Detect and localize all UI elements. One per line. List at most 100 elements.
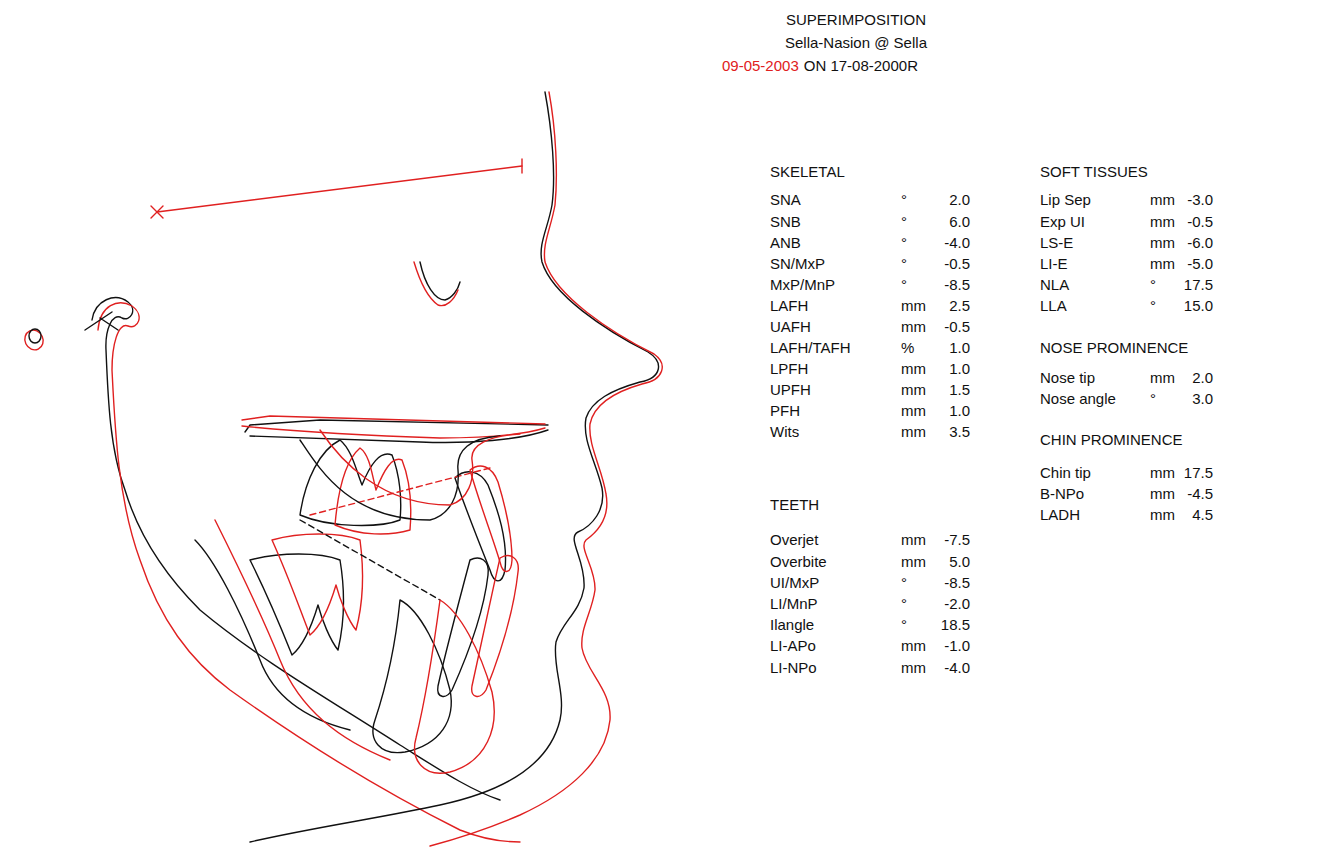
table-text: -7.5 <box>944 531 970 549</box>
table-text: 1.0 <box>949 360 970 378</box>
table-text: mm <box>1150 369 1175 387</box>
table-text: ANB <box>770 234 801 252</box>
table-text: 6.0 <box>949 213 970 231</box>
table-text: NLA <box>1040 276 1069 294</box>
table-text: ° <box>901 234 907 252</box>
orbit-outline <box>414 262 458 306</box>
table-text: 2.0 <box>949 191 970 209</box>
table-text: LS-E <box>1040 234 1073 252</box>
table-text: ° <box>901 616 907 634</box>
table-text: SNA <box>770 191 801 209</box>
mandible-outline <box>195 540 350 730</box>
table-text: B-NPo <box>1040 485 1084 503</box>
table-text: Nose angle <box>1040 390 1116 408</box>
table-text: mm <box>901 360 926 378</box>
table-text: 15.0 <box>1184 297 1213 315</box>
table-text: SKELETAL <box>770 163 845 181</box>
table-text: mm <box>1150 255 1175 273</box>
table-text: -4.5 <box>1187 485 1213 503</box>
table-text: Wits <box>770 423 799 441</box>
table-text: LADH <box>1040 506 1080 524</box>
table-text: MxP/MnP <box>770 276 835 294</box>
table-text: LPFH <box>770 360 808 378</box>
sella-nasion-line <box>151 159 522 218</box>
table-text: ° <box>1150 297 1156 315</box>
table-text: ° <box>901 213 907 231</box>
table-text: mm <box>1150 191 1175 209</box>
table-text: 1.0 <box>949 339 970 357</box>
condyle-outline <box>85 298 520 842</box>
table-text: 3.0 <box>1192 390 1213 408</box>
table-text: mm <box>901 318 926 336</box>
table-text: LI-NPo <box>770 659 817 677</box>
table-text: SN/MxP <box>770 255 825 273</box>
table-text: mm <box>1150 485 1175 503</box>
symphysis-outline <box>415 600 495 773</box>
table-text: Chin tip <box>1040 464 1091 482</box>
table-text: 18.5 <box>941 616 970 634</box>
table-text: PFH <box>770 402 800 420</box>
table-text: NOSE PROMINENCE <box>1040 339 1188 357</box>
table-text: ° <box>901 255 907 273</box>
table-text: 5.0 <box>949 553 970 571</box>
table-text: mm <box>1150 464 1175 482</box>
table-text: CHIN PROMINENCE <box>1040 431 1183 449</box>
table-text: -0.5 <box>944 255 970 273</box>
table-text: mm <box>901 531 926 549</box>
table-text: mm <box>1150 213 1175 231</box>
lower-incisor <box>472 556 519 697</box>
table-text: ° <box>901 574 907 592</box>
table-text: -0.5 <box>1187 213 1213 231</box>
soft-tissue-profile <box>430 92 662 846</box>
title: SUPERIMPOSITION <box>786 11 926 29</box>
table-text: LLA <box>1040 297 1067 315</box>
lower-molar <box>272 534 363 635</box>
table-text: -6.0 <box>1187 234 1213 252</box>
table-text: Overbite <box>770 553 827 571</box>
table-text: Overjet <box>770 531 818 549</box>
table-text: ON 17-08-2000R <box>804 57 918 75</box>
table-text: Lip Sep <box>1040 191 1091 209</box>
table-text: mm <box>901 381 926 399</box>
orbit-outline <box>420 262 460 300</box>
ear-rod <box>22 327 47 353</box>
table-text: -4.0 <box>944 659 970 677</box>
table-text: SNB <box>770 213 801 231</box>
table-text: % <box>901 339 914 357</box>
occlusal-plane <box>300 520 440 600</box>
maxilla-outline <box>320 430 520 505</box>
table-text: LAFH <box>770 297 808 315</box>
table-text: LI-APo <box>770 637 816 655</box>
table-text: -1.0 <box>944 637 970 655</box>
table-text: mm <box>1150 506 1175 524</box>
table-text: ° <box>901 276 907 294</box>
table-text: Nose tip <box>1040 369 1095 387</box>
table-text: -4.0 <box>944 234 970 252</box>
table-text: ° <box>901 595 907 613</box>
table-text: 3.5 <box>949 423 970 441</box>
mandible-outline <box>215 520 390 760</box>
table-text: 17.5 <box>1184 276 1213 294</box>
table-text: -8.5 <box>944 276 970 294</box>
table-text: 2.0 <box>1192 369 1213 387</box>
table-text: -5.0 <box>1187 255 1213 273</box>
symphysis-outline <box>373 600 451 753</box>
table-text: Sella-Nasion @ Sella <box>785 34 927 52</box>
table-text: mm <box>901 402 926 420</box>
table-text: LI/MnP <box>770 595 818 613</box>
table-text: SOFT TISSUES <box>1040 163 1148 181</box>
soft-tissue-profile <box>250 92 658 842</box>
table-text: 1.0 <box>949 402 970 420</box>
upper-molar <box>300 440 401 525</box>
table-text: mm <box>901 297 926 315</box>
table-text: Ilangle <box>770 616 814 634</box>
table-text: mm <box>901 659 926 677</box>
table-text: mm <box>1150 234 1175 252</box>
table-text: -8.5 <box>944 574 970 592</box>
table-text: UPFH <box>770 381 811 399</box>
table-text: UAFH <box>770 318 811 336</box>
maxilla-outline <box>300 436 500 520</box>
table-text: Exp UI <box>1040 213 1085 231</box>
